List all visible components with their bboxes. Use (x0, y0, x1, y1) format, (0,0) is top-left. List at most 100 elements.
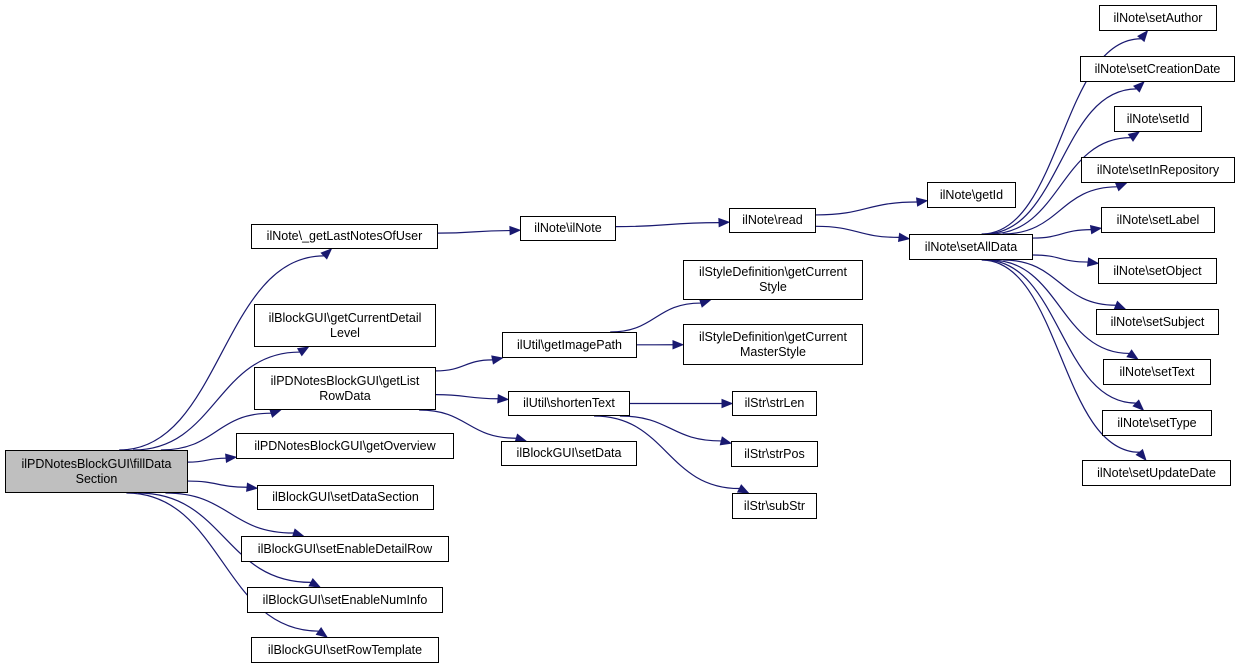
node-set-data[interactable]: ilBlockGUI\setData (501, 441, 637, 466)
node-get-current-style-line-1: ilStyleDefinition\getCurrent (699, 265, 847, 279)
node-root-line-2: Section (75, 471, 118, 486)
arrowhead-shorten (497, 393, 510, 404)
node-set-label-label: ilNote\setLabel (1116, 212, 1200, 227)
node-set-label[interactable]: ilNote\setLabel (1101, 207, 1215, 233)
arrowhead-strpos (719, 436, 733, 446)
node-set-type[interactable]: ilNote\setType (1102, 410, 1212, 436)
arrowhead-strlen (721, 398, 734, 409)
arrowhead-set_label (1089, 225, 1103, 235)
node-get-list-row-data-line-1: ilPDNotesBlockGUI\getList (270, 373, 420, 388)
arrowhead-enable_num (308, 577, 322, 588)
arrowhead-set_id (1127, 131, 1141, 142)
node-set-text[interactable]: ilNote\setText (1103, 359, 1211, 385)
edge-root-to-row_template (126, 492, 319, 632)
arrowhead-cur_master (672, 340, 685, 350)
node-sub-str-label: ilStr\subStr (743, 498, 806, 513)
node-read[interactable]: ilNote\read (729, 208, 816, 233)
node-get-image-path[interactable]: ilUtil\getImagePath (502, 332, 637, 358)
edge-set_all-to-set_creation (984, 88, 1137, 235)
edge-set_all-to-set_subject (1003, 259, 1116, 306)
edge-ilnote-to-read (615, 221, 720, 228)
node-set-data-label: ilBlockGUI\setData (516, 446, 622, 460)
edge-read-to-get_id (815, 201, 918, 216)
node-shorten-text[interactable]: ilUtil\shortenText (508, 391, 630, 416)
node-set-text-label: ilNote\setText (1119, 364, 1195, 379)
node-current-detail-level[interactable]: ilBlockGUI\getCurrentDetail Level (254, 304, 436, 347)
arrowhead-set_author (1137, 29, 1149, 43)
node-set-type-label: ilNote\setType (1117, 415, 1197, 430)
node-set-id[interactable]: ilNote\setId (1114, 106, 1202, 132)
node-set-object-label: ilNote\setObject (1113, 263, 1202, 278)
arrowhead-set_object (1086, 257, 1100, 267)
node-get-current-master-style[interactable]: ilStyleDefinition\getCurrent MasterStyle (683, 324, 863, 365)
arrowhead-read (718, 217, 731, 228)
node-set-enable-num-info-label: ilBlockGUI\setEnableNumInfo (262, 592, 428, 607)
node-current-detail-level-line-1: ilBlockGUI\getCurrentDetail (268, 310, 422, 325)
node-get-current-master-style-line-1: ilStyleDefinition\getCurrent (699, 329, 847, 344)
node-str-pos-label: ilStr\strPos (744, 446, 805, 461)
arrowhead-set_type (1132, 399, 1145, 411)
node-str-pos[interactable]: ilStr\strPos (731, 441, 818, 467)
edge-list_row-to-shorten (435, 393, 499, 400)
arrowhead-get_id (915, 197, 929, 207)
node-set-row-template[interactable]: ilBlockGUI\setRowTemplate (251, 637, 439, 663)
edge-root-to-last_notes (119, 255, 325, 451)
node-set-enable-detail-row[interactable]: ilBlockGUI\setEnableDetailRow (241, 536, 449, 562)
node-set-enable-detail-row-label: ilBlockGUI\setEnableDetailRow (257, 541, 433, 556)
node-set-all-data[interactable]: ilNote\setAllData (909, 234, 1033, 260)
node-set-author[interactable]: ilNote\setAuthor (1099, 5, 1217, 31)
edge-read-to-set_all (815, 225, 900, 238)
node-str-len[interactable]: ilStr\strLen (732, 391, 817, 416)
node-set-subject[interactable]: ilNote\setSubject (1096, 309, 1219, 335)
arrowhead-image_path (491, 355, 504, 365)
edge-set_all-to-set_id (989, 137, 1131, 235)
node-get-list-row-data-line-2: RowData (319, 388, 371, 403)
arrowhead-set_repo (1114, 182, 1128, 192)
node-set-all-data-label: ilNote\setAllData (924, 239, 1018, 254)
edge-image_path-to-cur_style (610, 302, 701, 333)
edge-shorten-to-substr (594, 415, 740, 490)
node-get-list-row-data[interactable]: ilPDNotesBlockGUI\getList RowData (254, 367, 436, 410)
node-root-line-1: ilPDNotesBlockGUI\fillData (21, 456, 172, 471)
node-set-data-section[interactable]: ilBlockGUI\setDataSection (257, 485, 434, 510)
edge-set_all-to-set_type (984, 259, 1137, 404)
node-set-in-repository[interactable]: ilNote\setInRepository (1081, 157, 1235, 183)
node-get-current-style-line-2: Style (759, 280, 787, 294)
edge-list_row-to-image_path (435, 359, 493, 372)
node-set-subject-label: ilNote\setSubject (1110, 314, 1205, 329)
edge-root-to-overview (187, 457, 227, 463)
edge-set_all-to-set_update (981, 259, 1140, 453)
node-last-notes[interactable]: ilNote\_getLastNotesOfUser (251, 224, 438, 249)
node-set-author-label: ilNote\setAuthor (1113, 10, 1203, 25)
node-get-id-label: ilNote\getId (939, 187, 1004, 202)
node-set-id-label: ilNote\setId (1126, 111, 1190, 126)
node-set-update-date-label: ilNote\setUpdateDate (1097, 465, 1216, 480)
edge-set_all-to-set_text (990, 259, 1130, 355)
node-sub-str[interactable]: ilStr\subStr (732, 493, 817, 519)
edge-root-to-enable_detail (165, 492, 294, 534)
node-set-object[interactable]: ilNote\setObject (1098, 258, 1217, 284)
node-set-row-template-label: ilBlockGUI\setRowTemplate (267, 642, 423, 657)
edge-root-to-list_row (160, 412, 272, 451)
edge-list_row-to-set_data (419, 409, 517, 439)
node-get-overview[interactable]: ilPDNotesBlockGUI\getOverview (236, 433, 454, 459)
node-set-data-section-label: ilBlockGUI\setDataSection (272, 490, 419, 504)
arrowhead-cur_style (698, 298, 712, 308)
arrowhead-set_text (1126, 349, 1139, 360)
arrowhead-overview (225, 453, 238, 463)
arrowhead-set_subject (1113, 300, 1127, 310)
node-get-id[interactable]: ilNote\getId (927, 182, 1016, 208)
node-get-overview-label: ilPDNotesBlockGUI\getOverview (254, 438, 436, 453)
node-ilnote-constructor[interactable]: ilNote\ilNote (520, 216, 616, 241)
node-set-enable-num-info[interactable]: ilBlockGUI\setEnableNumInfo (247, 587, 443, 613)
edge-root-to-enable_num (138, 492, 311, 584)
node-last-notes-label: ilNote\_getLastNotesOfUser (266, 229, 423, 243)
arrowhead-set_update (1135, 448, 1147, 462)
node-set-update-date[interactable]: ilNote\setUpdateDate (1082, 460, 1231, 486)
node-set-creation-date[interactable]: ilNote\setCreationDate (1080, 56, 1235, 82)
edge-last_notes-to-ilnote (437, 229, 511, 234)
node-get-current-style[interactable]: ilStyleDefinition\getCurrent Style (683, 260, 863, 300)
arrowhead-last_notes (320, 248, 333, 260)
